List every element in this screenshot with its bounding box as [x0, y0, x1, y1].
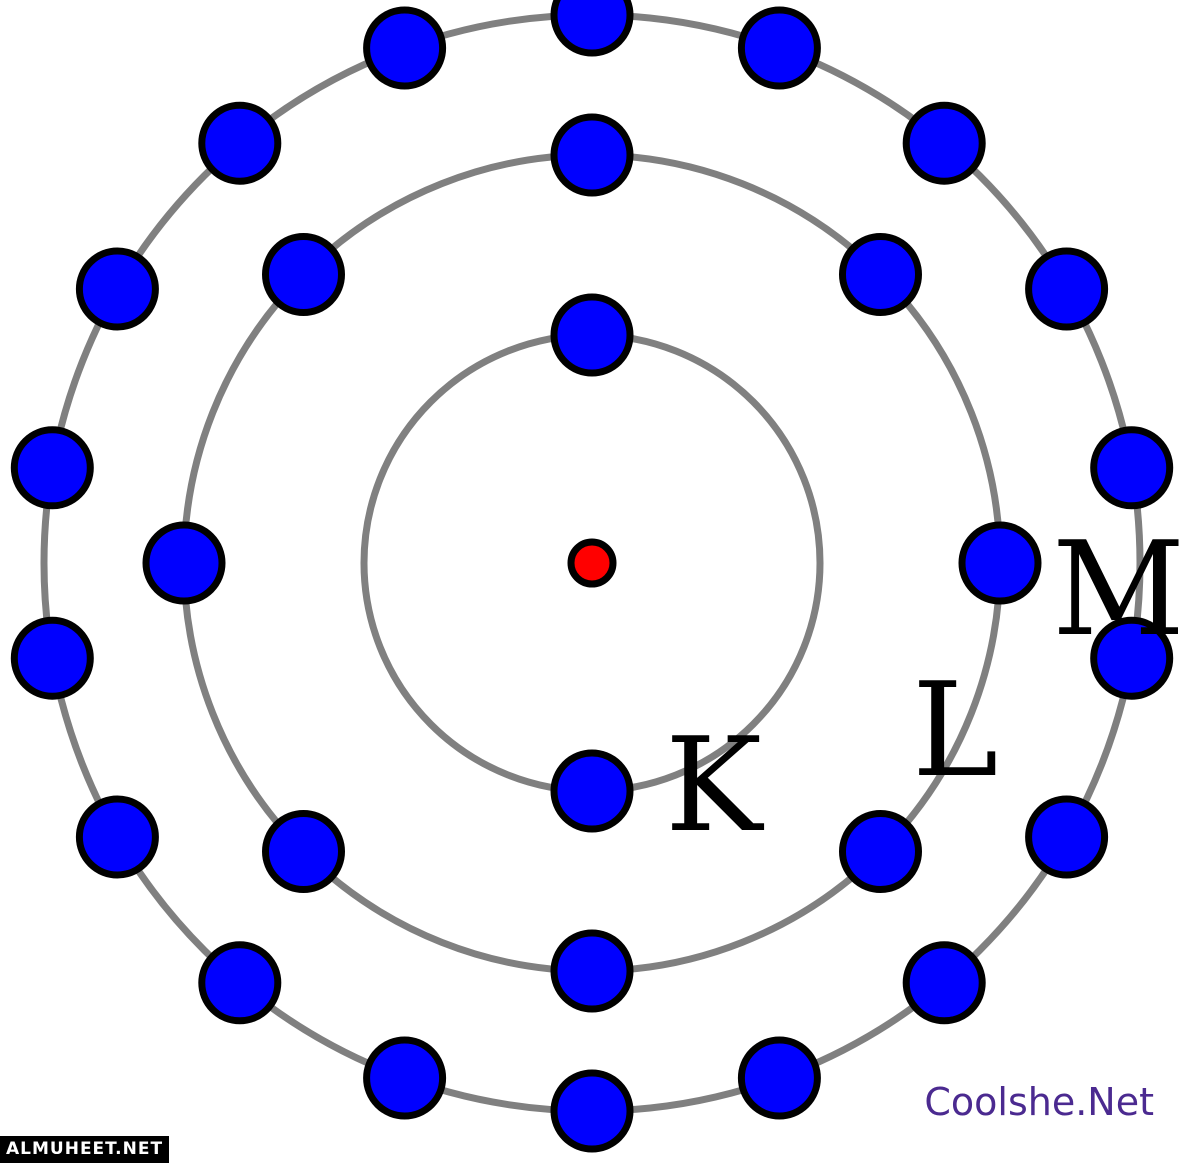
- shell-l-electron: [839, 810, 922, 893]
- shell-m-electron: [1025, 795, 1109, 879]
- shell-label-m: M: [1052, 513, 1185, 665]
- shell-m-electron: [363, 6, 447, 90]
- shell-m-electron: [75, 247, 159, 331]
- shell-k-electron: [550, 749, 634, 833]
- shell-l-electron: [262, 810, 345, 893]
- shell-l-electron: [262, 233, 345, 316]
- shell-l-electron: [550, 929, 634, 1013]
- electrons: [10, 0, 1174, 1153]
- shell-l-electron: [839, 233, 922, 316]
- shell-m-electron: [10, 426, 94, 510]
- shell-label-k: K: [665, 709, 765, 861]
- shell-m-electron: [1090, 616, 1174, 700]
- shell-m-electron: [198, 941, 282, 1025]
- shell-l-electron: [142, 521, 226, 605]
- watermark-badge: ALMUHEET.NET: [0, 1136, 170, 1163]
- shell-m-electron: [75, 795, 159, 879]
- shell-m-electron: [550, 1069, 634, 1153]
- shell-m-electron: [737, 6, 821, 90]
- shell-m-electron: [10, 616, 94, 700]
- shell-label-l: L: [912, 654, 998, 806]
- shell-m-electron: [550, 0, 634, 57]
- shell-l-electron: [958, 521, 1042, 605]
- shell-m-electron: [1025, 247, 1109, 331]
- shell-m-electron: [198, 101, 282, 185]
- shell-m-electron: [902, 101, 986, 185]
- shell-m-electron: [363, 1036, 447, 1120]
- shell-k-electron: [550, 293, 634, 377]
- shell-m-electron: [902, 941, 986, 1025]
- nucleus: [567, 538, 617, 588]
- shell-m-electron: [737, 1036, 821, 1120]
- shell-m-electron: [1090, 426, 1174, 510]
- shell-l-electron: [550, 113, 634, 197]
- credit-text: Coolshe.Net: [924, 1080, 1154, 1124]
